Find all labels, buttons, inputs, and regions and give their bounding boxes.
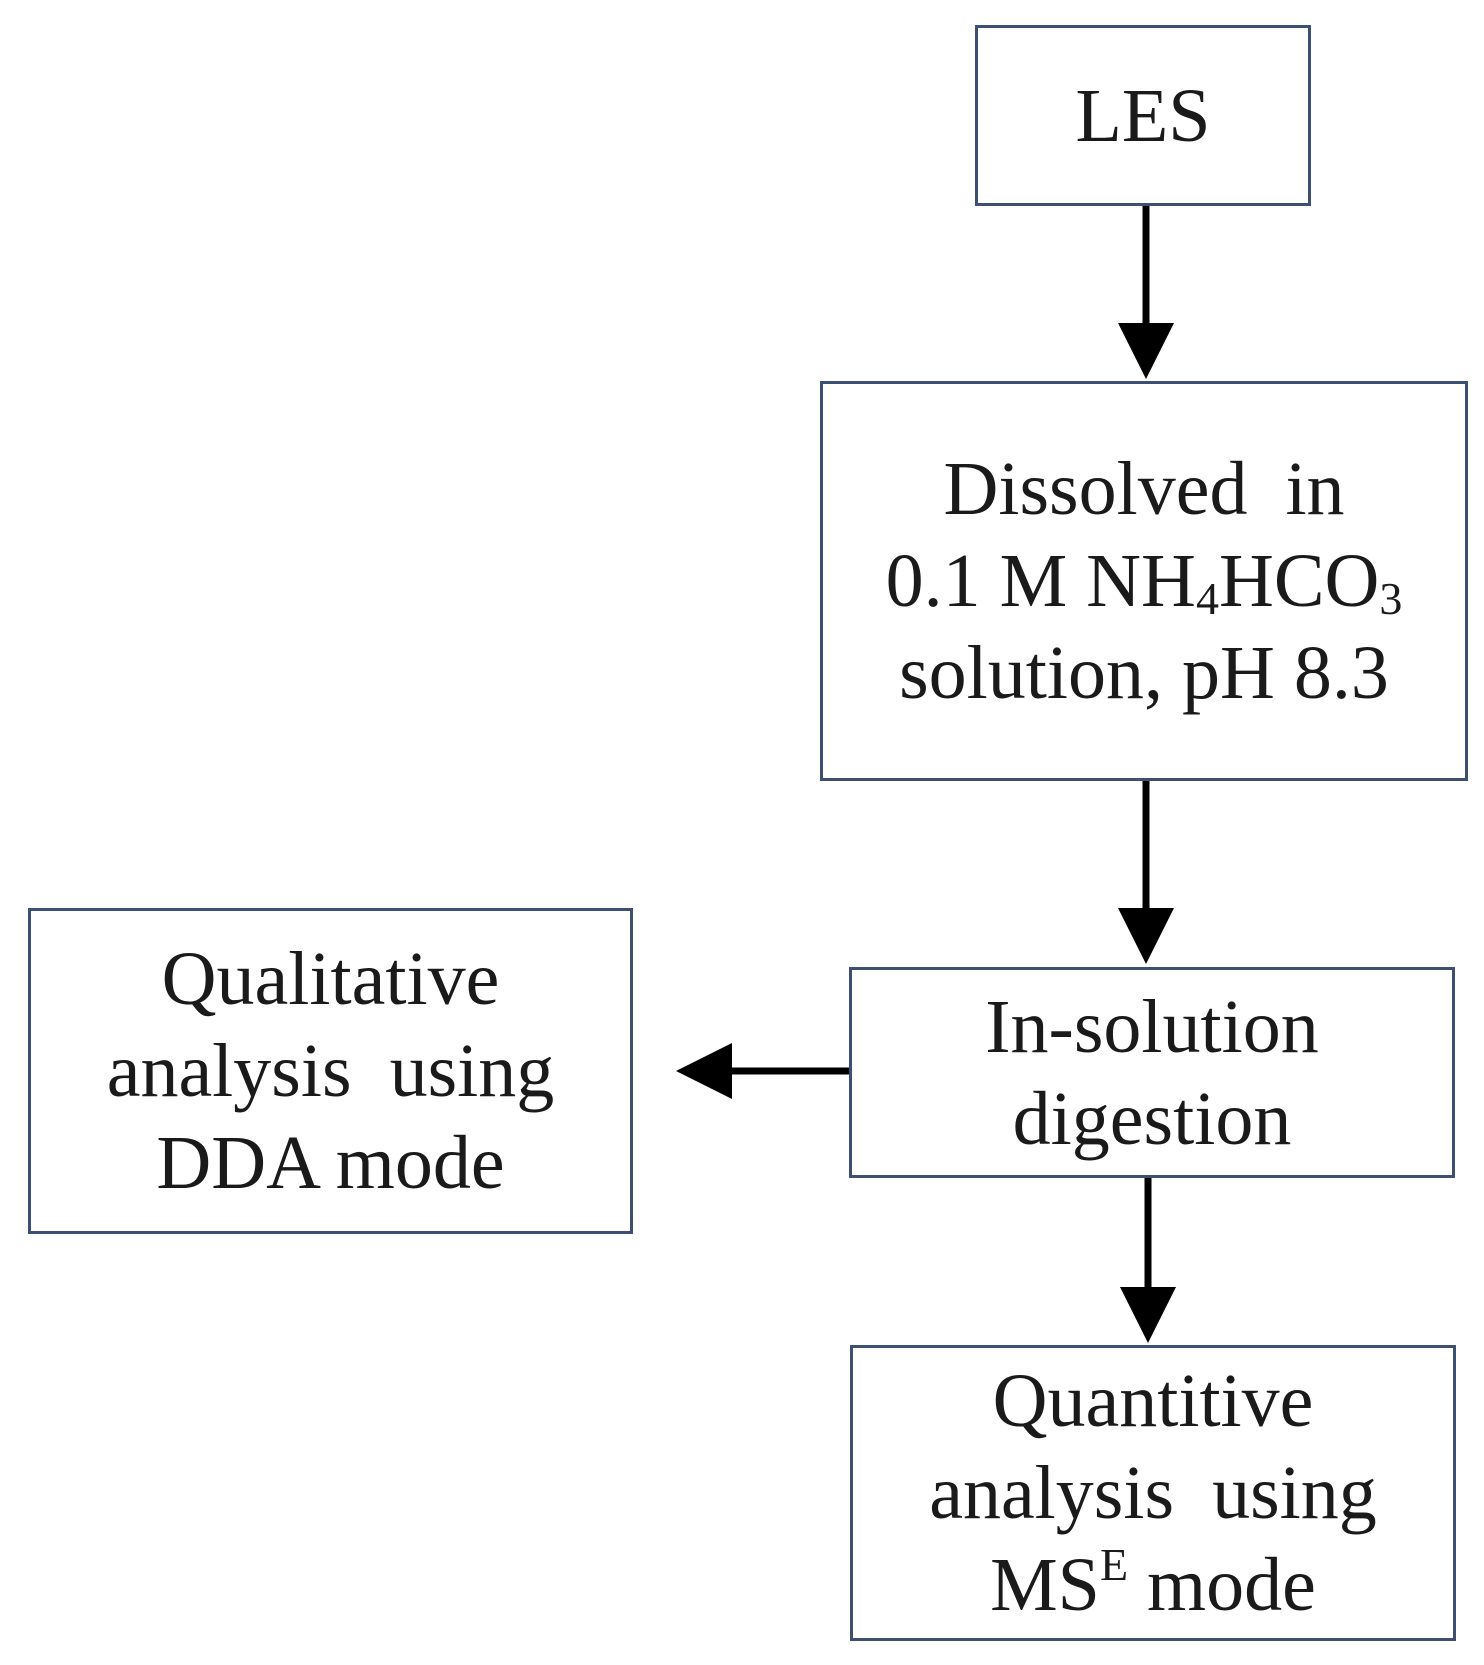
- box-les: LES: [975, 25, 1311, 206]
- quantitive-ms-superscript: E: [1099, 1539, 1129, 1590]
- dissolved-formula-subscript-1: 4: [1195, 573, 1219, 624]
- box-quantitive-line-3: MSE mode: [990, 1539, 1316, 1631]
- box-dissolved-line-3: solution, pH 8.3: [899, 631, 1389, 715]
- dissolved-formula-subscript-2: 3: [1379, 573, 1403, 624]
- quantitive-mode-text: mode: [1128, 1543, 1316, 1627]
- box-quantitive-line-1: Quantitive: [992, 1359, 1314, 1443]
- box-quantitive: Quantitive analysis using MSE mode: [850, 1345, 1456, 1641]
- dissolved-formula-part-1: 0.1 M NH: [885, 539, 1196, 623]
- box-les-label: LES: [1075, 73, 1211, 158]
- box-dissolved-line-2: 0.1 M NH4HCO3: [886, 535, 1403, 627]
- box-qualitative: Qualitative analysis using DDA mode: [28, 908, 633, 1234]
- box-qualitative-line-3: DDA mode: [156, 1121, 505, 1205]
- box-digestion: In-solution digestion: [849, 967, 1455, 1178]
- box-qualitative-line-1: Qualitative: [161, 937, 500, 1021]
- dissolved-formula-part-2: HCO: [1218, 539, 1380, 623]
- quantitive-ms-text: MS: [990, 1543, 1100, 1627]
- box-quantitive-line-2: analysis using: [929, 1451, 1377, 1535]
- box-digestion-line-1: In-solution: [985, 984, 1319, 1069]
- box-digestion-line-2: digestion: [1012, 1076, 1292, 1161]
- box-dissolved-line-1: Dissolved in: [943, 447, 1345, 531]
- box-qualitative-line-2: analysis using: [106, 1029, 555, 1113]
- box-dissolved: Dissolved in 0.1 M NH4HCO3 solution, pH …: [820, 381, 1468, 781]
